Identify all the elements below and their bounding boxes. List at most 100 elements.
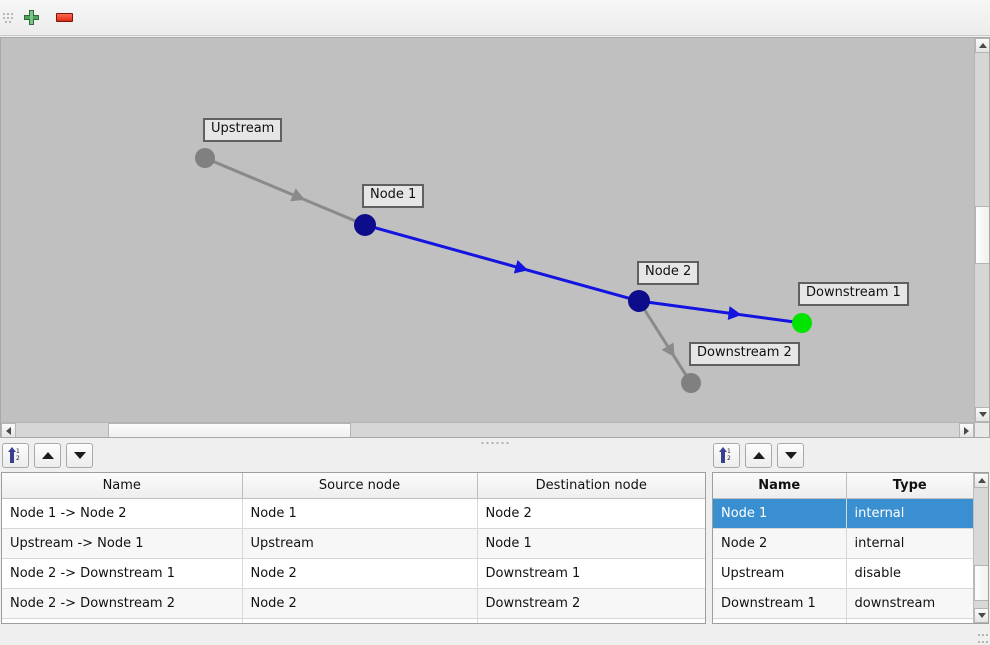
graph-edge-arrowhead [290, 188, 305, 202]
links-table: Name Source node Destination node Node 1… [2, 473, 705, 623]
graph-edge-arrowhead [727, 306, 742, 321]
graph-node-label[interactable]: Downstream 1 [798, 282, 909, 306]
scroll-right-button[interactable] [959, 423, 974, 437]
table-cell-source[interactable]: Node 2 [242, 558, 478, 589]
scroll-down-button[interactable] [975, 407, 989, 422]
graph-vscroll-thumb[interactable] [975, 206, 989, 265]
links-col-destination[interactable]: Destination node [477, 473, 705, 499]
table-cell-source[interactable]: Upstream [242, 528, 478, 559]
table-cell-name[interactable]: Node 2 -> Downstream 1 [2, 558, 243, 589]
window-resize-grip-icon[interactable] [976, 631, 988, 643]
chevron-up-icon [978, 43, 987, 48]
horizontal-splitter[interactable] [0, 439, 990, 448]
nodes-col-name[interactable]: Name [713, 473, 847, 499]
graph-edge[interactable] [204, 156, 366, 227]
table-cell-source[interactable]: Node 1 [242, 498, 478, 529]
graph-node[interactable] [792, 313, 812, 333]
table-cell-type[interactable]: downstream [846, 588, 973, 619]
table-cell-name[interactable]: Node 1 -> Node 2 [2, 498, 243, 529]
scroll-left-button[interactable] [1, 423, 16, 437]
links-table-container[interactable]: Name Source node Destination node Node 1… [1, 472, 706, 624]
drag-grip-icon[interactable] [3, 7, 13, 29]
nodes-scroll-up-button[interactable] [974, 473, 988, 488]
table-cell-source[interactable]: Node 2 [242, 588, 478, 619]
scrollbar-corner [974, 422, 989, 437]
chevron-down-icon [977, 613, 986, 618]
table-cell-name[interactable]: Downstream 1 [713, 588, 847, 619]
nodes-vertical-scrollbar[interactable] [973, 473, 988, 623]
table-cell-name[interactable]: Node 1 [713, 498, 847, 529]
nodes-move-down-button[interactable] [777, 443, 804, 468]
table-filler-cell [713, 618, 847, 623]
links-col-source[interactable]: Source node [242, 473, 478, 499]
table-cell-type[interactable]: internal [846, 498, 973, 529]
chevron-down-icon [978, 412, 987, 417]
graph-edge-arrowhead [661, 342, 675, 358]
links-table-header: Name Source node Destination node [2, 473, 705, 499]
graph-edge[interactable] [364, 223, 640, 303]
graph-node[interactable] [195, 148, 215, 168]
table-cell-destination[interactable]: Downstream 1 [477, 558, 705, 589]
graph-edge[interactable] [637, 300, 693, 384]
table-filler-cell [477, 618, 705, 623]
nodes-scroll-down-button[interactable] [974, 608, 988, 623]
chevron-up-icon [977, 478, 986, 483]
triangle-up-icon [41, 452, 54, 459]
table-cell-type[interactable]: internal [846, 528, 973, 559]
graph-node[interactable] [628, 290, 650, 312]
nodes-col-type[interactable]: Type [846, 473, 973, 499]
nodes-vscroll-thumb[interactable] [974, 565, 988, 601]
links-move-up-button[interactable] [34, 443, 61, 468]
plus-icon [23, 10, 39, 25]
chevron-left-icon [6, 426, 11, 435]
graph-vertical-scrollbar[interactable] [974, 38, 989, 422]
graph-node-label[interactable]: Downstream 2 [689, 342, 800, 366]
scroll-up-button[interactable] [975, 38, 989, 53]
links-move-down-button[interactable] [66, 443, 93, 468]
graph-canvas[interactable] [1, 38, 976, 424]
graph-node-label[interactable]: Node 2 [637, 261, 700, 285]
table-cell-destination[interactable]: Node 2 [477, 498, 705, 529]
chevron-right-icon [964, 426, 969, 435]
graph-hscroll-thumb[interactable] [108, 423, 351, 437]
table-cell-type[interactable]: disable [846, 558, 973, 589]
table-cell-name[interactable]: Node 2 [713, 528, 847, 559]
nodes-table-header: Name Type [713, 473, 973, 499]
nodes-move-up-button[interactable] [745, 443, 772, 468]
graph-edge[interactable] [638, 299, 803, 325]
triangle-up-icon [752, 452, 765, 459]
table-cell-destination[interactable]: Node 1 [477, 528, 705, 559]
graph-node[interactable] [354, 214, 376, 236]
add-button[interactable] [16, 4, 46, 32]
remove-button[interactable] [49, 4, 79, 32]
table-cell-name[interactable]: Node 2 -> Downstream 2 [2, 588, 243, 619]
links-col-name[interactable]: Name [2, 473, 243, 499]
minus-icon [55, 13, 73, 22]
graph-node-label[interactable]: Upstream [203, 118, 283, 142]
table-cell-name[interactable]: Upstream [713, 558, 847, 589]
table-cell-name[interactable]: Upstream -> Node 1 [2, 528, 243, 559]
graph-edge-arrowhead [513, 260, 529, 274]
table-cell-destination[interactable]: Downstream 2 [477, 588, 705, 619]
graph-node-label[interactable]: Node 1 [362, 184, 425, 208]
graph-horizontal-scrollbar[interactable] [1, 422, 974, 437]
graph-node[interactable] [681, 373, 701, 393]
